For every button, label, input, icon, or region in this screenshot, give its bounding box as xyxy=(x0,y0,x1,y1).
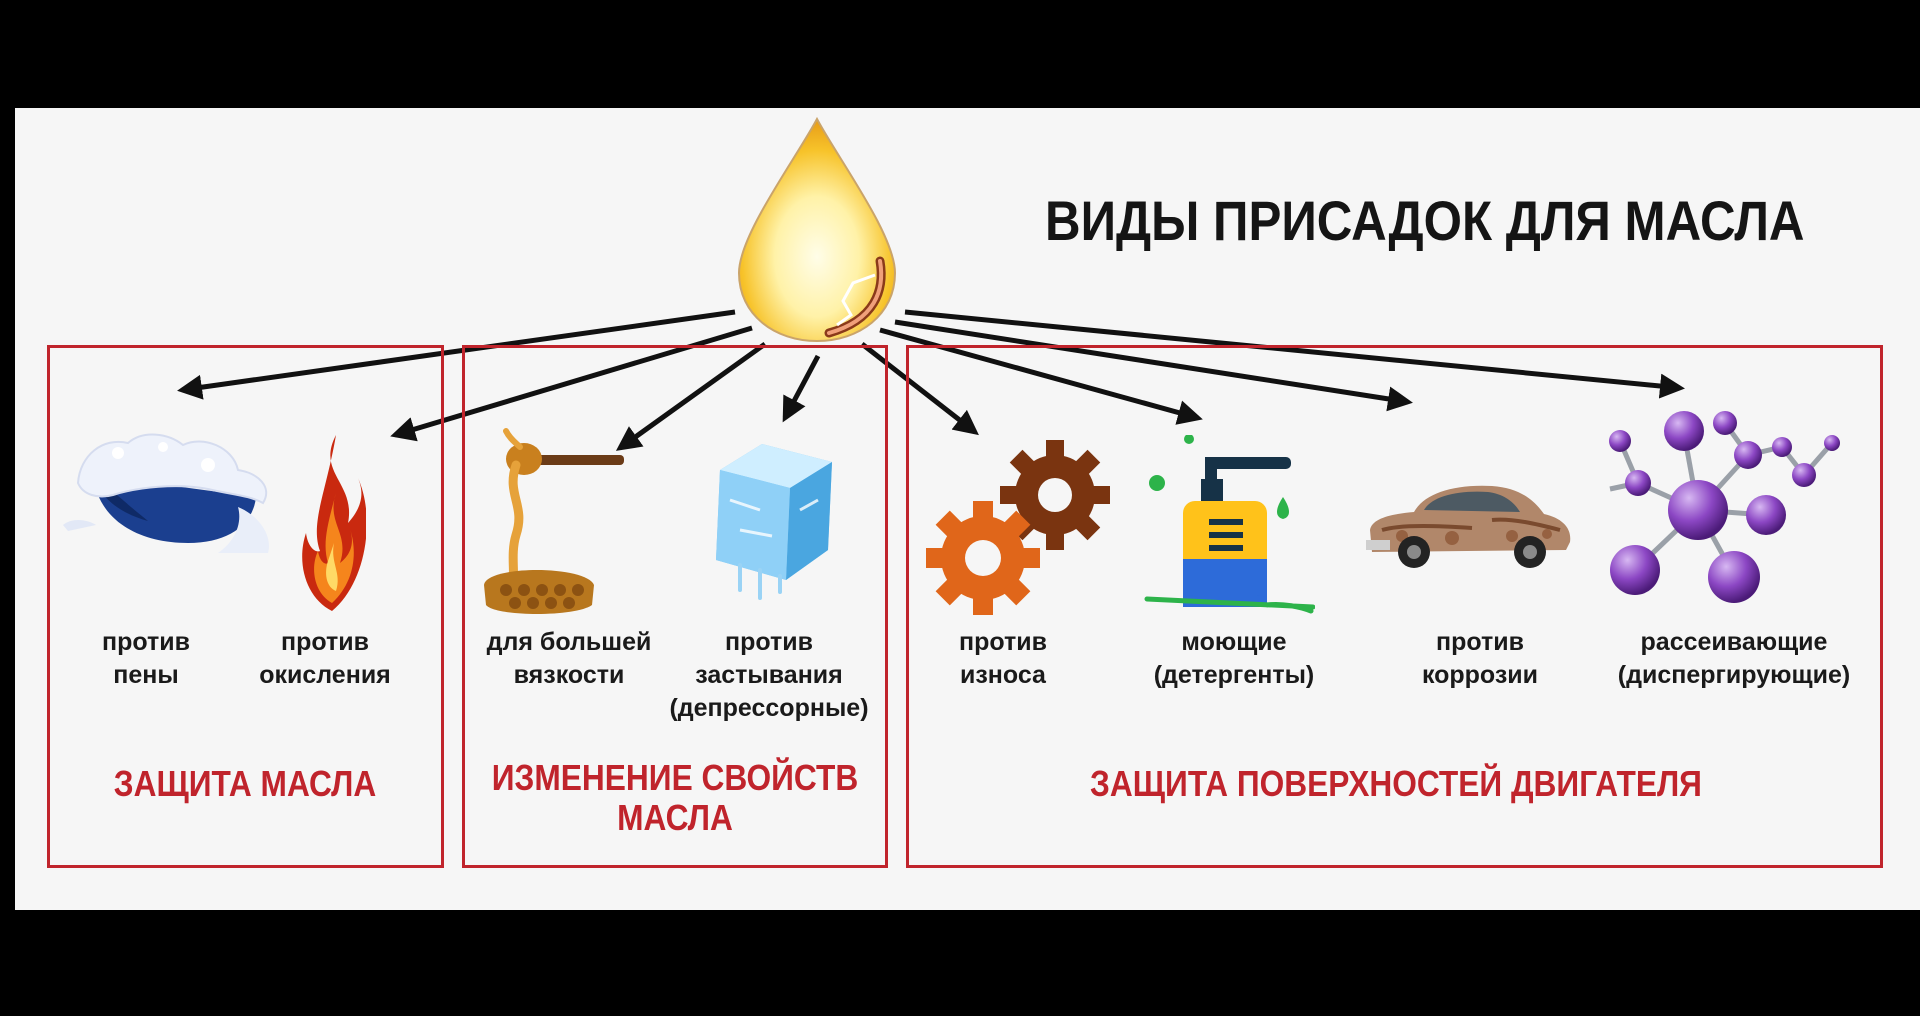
rusty-car-icon xyxy=(1366,485,1571,568)
item-label-viscosity: для большей вязкости xyxy=(486,628,652,689)
arrow-to-corrosion xyxy=(894,319,1413,412)
item-label-anti-wear: против износа xyxy=(958,628,1047,689)
foam-bowl-icon xyxy=(63,433,269,553)
item-label-dispersant: рассеивающие (диспергирующие) xyxy=(1617,628,1851,689)
group-label-oil-protection: ЗАЩИТА МАСЛА xyxy=(113,763,377,804)
oil-drop-icon xyxy=(737,116,897,343)
group-frame-property-change xyxy=(462,345,888,868)
item-label-anti-oxidation: против окисления xyxy=(259,628,391,689)
item-label-anti-freezing: против застывания (депрессорные) xyxy=(669,628,869,722)
item-label-detergent: моющие (детергенты) xyxy=(1153,628,1315,689)
group-frame-oil-protection xyxy=(47,345,444,868)
group-label-surface-protection: ЗАЩИТА ПОВЕРХНОСТЕЙ ДВИГАТЕЛЯ xyxy=(1090,763,1702,804)
gears-icon xyxy=(926,440,1110,615)
arrow-to-foam xyxy=(177,309,736,400)
ice-cube-icon xyxy=(716,444,832,600)
item-label-anti-foam: против пены xyxy=(101,628,190,689)
flame-icon xyxy=(302,435,366,611)
group-label-property-change: ИЗМЕНЕНИЕ СВОЙСТВ МАСЛА xyxy=(491,757,859,838)
molecule-icon xyxy=(1609,411,1840,603)
arrow-to-freezing xyxy=(782,354,821,423)
group-frame-surface-protection xyxy=(906,345,1883,868)
honey-dipper-icon xyxy=(484,428,624,614)
arrow-to-viscosity xyxy=(615,341,767,451)
diagram-title: ВИДЫ ПРИСАДОК ДЛЯ МАСЛА xyxy=(1045,189,1805,252)
item-label-anti-corrosion: против коррозии xyxy=(1421,628,1539,689)
soap-dispenser-icon xyxy=(1144,435,1315,614)
arrow-to-wear xyxy=(860,342,979,436)
arrow-to-dispersant xyxy=(904,309,1685,399)
arrow-to-detergent xyxy=(879,327,1203,425)
